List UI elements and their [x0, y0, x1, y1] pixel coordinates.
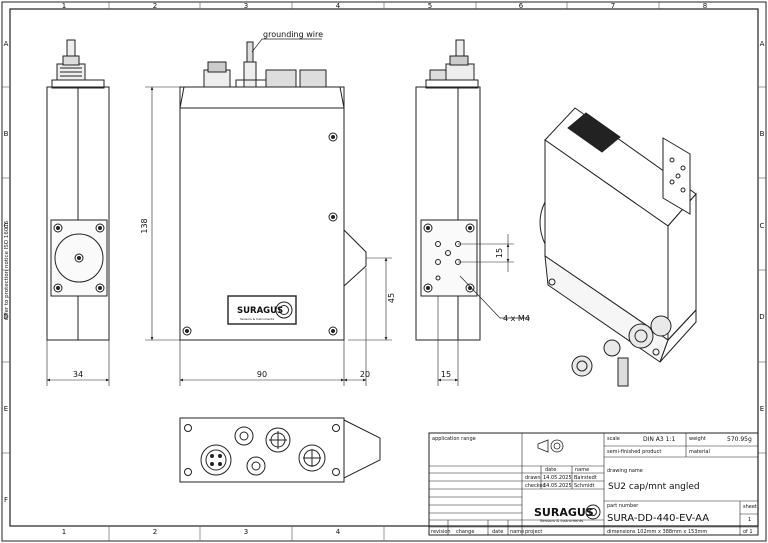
- dimension-lines: [46, 86, 514, 386]
- col-label-bottom-2: 2: [153, 528, 157, 536]
- col-label-3: 3: [244, 2, 248, 10]
- tb-part-number: SURA-DD-440-EV-AA: [607, 513, 709, 524]
- col-label-8: 8: [703, 2, 707, 10]
- tb-drawn-date: 14.05.2025: [543, 475, 572, 481]
- tb-of-value: of 1: [743, 529, 753, 535]
- row-label-b-right: B: [760, 130, 765, 138]
- tb-drawing-name-label: drawing name: [607, 468, 643, 474]
- side-view-left: [46, 39, 110, 341]
- tb-sheet-label: sheet: [743, 504, 757, 510]
- tb-drawn-label: drawn: [525, 475, 541, 481]
- protection-notice: refer to protection notice ISO 16016: [4, 220, 10, 320]
- tb-checked-date: 14.05.2025: [543, 483, 572, 489]
- row-label-a: A: [4, 40, 9, 48]
- col-label-bottom-4: 4: [336, 528, 341, 536]
- tb-scale-label: scale: [607, 436, 620, 442]
- top-view: [179, 417, 381, 483]
- col-label-4: 4: [336, 2, 341, 10]
- row-label-f: F: [4, 496, 8, 504]
- col-label-bottom-1: 1: [62, 528, 66, 536]
- row-label-a-right: A: [760, 40, 765, 48]
- thread-leader: [459, 275, 530, 319]
- tb-name-header: name: [575, 467, 589, 473]
- dim-hole-height: 45: [387, 293, 396, 303]
- row-label-c: C: [4, 222, 9, 230]
- tb-logo-tagline: Sensors & Instruments: [540, 518, 583, 523]
- tb-semi-finished-label: semi-finished product: [607, 449, 661, 455]
- tb-rev-revision: revision: [431, 529, 451, 535]
- tb-drawing-name: SU2 cap/mnt angled: [608, 482, 700, 492]
- col-label-bottom-3: 3: [244, 528, 248, 536]
- isometric-view: [539, 107, 697, 387]
- tb-application-range-label: application range: [432, 436, 476, 442]
- row-label-e-right: E: [760, 405, 764, 413]
- row-label-c-right: C: [760, 222, 765, 230]
- column-labels: 1 2 3 4 5 6 7 8 1 2 3 4: [62, 2, 707, 536]
- row-label-d: D: [3, 313, 8, 321]
- col-label-5: 5: [428, 2, 432, 10]
- thread-callout: 4 x M4: [503, 314, 530, 323]
- tb-rev-date: date: [492, 529, 503, 535]
- grounding-wire-label: grounding wire: [263, 30, 323, 39]
- tb-sheet-value: 1: [748, 517, 751, 523]
- dim-front-width: 90: [257, 370, 267, 379]
- tb-weight-value: 570.95g: [727, 436, 752, 443]
- tb-date-header: date: [545, 467, 556, 473]
- col-label-7: 7: [611, 2, 615, 10]
- title-block: [428, 432, 759, 536]
- col-label-2: 2: [153, 2, 157, 10]
- row-label-d-right: D: [759, 313, 764, 321]
- col-label-1: 1: [62, 2, 66, 10]
- tb-part-number-label: part number: [607, 503, 639, 509]
- grounding-wire-leader: [251, 38, 322, 53]
- front-logo-tagline: Sensors & Instruments: [240, 317, 275, 321]
- dim-height: 138: [140, 218, 149, 233]
- tb-material-label: material: [689, 449, 710, 455]
- tb-logo-brand: SURAGUS: [534, 506, 594, 519]
- side-view-right: [415, 39, 481, 341]
- front-view: [179, 41, 367, 341]
- dim-cone: 20: [360, 370, 370, 379]
- col-label-6: 6: [519, 2, 524, 10]
- tb-weight-label: weight: [689, 436, 706, 442]
- dim-hole-spacing: 15: [495, 248, 504, 258]
- row-label-b: B: [4, 130, 9, 138]
- tb-checked-label: checked: [525, 483, 546, 489]
- front-logo-brand: SURAGUS: [237, 306, 283, 316]
- dim-side-width: 34: [73, 370, 83, 379]
- dim-hole-offset: 15: [441, 370, 451, 379]
- tb-dimensions: dimensions 102mm x 388mm x 153mm: [607, 529, 707, 535]
- tb-rev-project: project: [525, 529, 542, 535]
- row-labels: A B C D E F A B C D E: [3, 40, 764, 504]
- tb-rev-change: change: [456, 529, 474, 535]
- tb-drawn-name: Bairstedt: [574, 475, 597, 481]
- tb-checked-name: Schmidt: [574, 483, 595, 489]
- tb-rev-name: name: [510, 529, 524, 535]
- row-label-e: E: [4, 405, 8, 413]
- tb-scale-value: DIN A3 1:1: [643, 436, 675, 443]
